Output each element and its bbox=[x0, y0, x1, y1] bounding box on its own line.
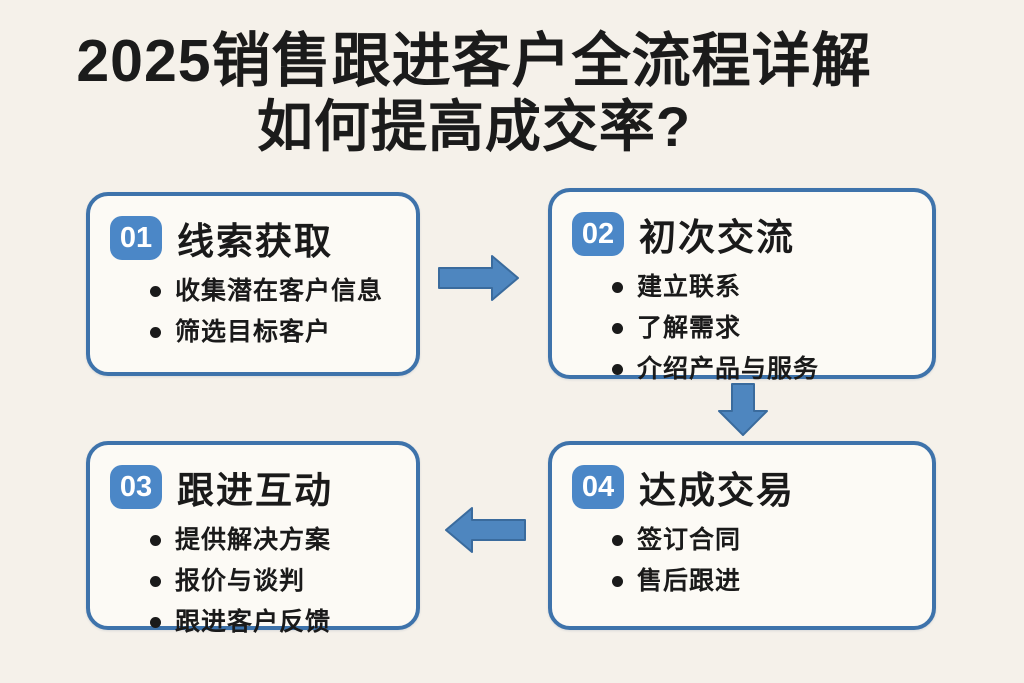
step-header: 04 达成交易 bbox=[572, 460, 922, 514]
step-bullet-list: 签订合同 售后跟进 bbox=[572, 526, 922, 596]
arrow-down-icon bbox=[717, 382, 769, 438]
bullet-item: 筛选目标客户 bbox=[148, 318, 406, 347]
step-header: 03 跟进互动 bbox=[110, 460, 406, 514]
bullet-item: 了解需求 bbox=[610, 314, 922, 343]
page-title: 2025销售跟进客户全流程详解 如何提高成交率? bbox=[0, 28, 948, 158]
step-title: 跟进互动 bbox=[177, 470, 333, 511]
bullet-item: 售后跟进 bbox=[610, 567, 922, 596]
arrow-right-icon bbox=[437, 253, 521, 303]
step-bullet-list: 建立联系 了解需求 介绍产品与服务 bbox=[572, 273, 922, 383]
step-card-lead-acquisition: 01 线索获取 收集潜在客户信息 筛选目标客户 bbox=[86, 192, 420, 376]
step-title: 初次交流 bbox=[639, 217, 795, 258]
step-number-badge: 04 bbox=[572, 465, 624, 509]
page-title-line-2: 如何提高成交率? bbox=[256, 94, 692, 158]
bullet-item: 签订合同 bbox=[610, 526, 922, 555]
step-header: 02 初次交流 bbox=[572, 207, 922, 261]
bullet-item: 介绍产品与服务 bbox=[610, 355, 922, 384]
step-bullet-list: 收集潜在客户信息 筛选目标客户 bbox=[110, 277, 406, 347]
step-title: 线索获取 bbox=[177, 221, 333, 262]
step-number-badge: 02 bbox=[572, 212, 624, 256]
page-title-line-1: 2025销售跟进客户全流程详解 bbox=[76, 28, 872, 94]
step-card-follow-up-interaction: 03 跟进互动 提供解决方案 报价与谈判 跟进客户反馈 bbox=[86, 441, 420, 636]
bullet-item: 提供解决方案 bbox=[148, 526, 406, 555]
bullet-item: 报价与谈判 bbox=[148, 567, 406, 596]
bullet-item: 建立联系 bbox=[610, 273, 922, 302]
step-number-badge: 01 bbox=[110, 216, 162, 260]
step-header: 01 线索获取 bbox=[110, 211, 406, 265]
arrow-left-icon bbox=[443, 505, 527, 555]
step-title: 达成交易 bbox=[639, 470, 795, 511]
step-card-first-communication: 02 初次交流 建立联系 了解需求 介绍产品与服务 bbox=[548, 188, 936, 383]
step-bullet-list: 提供解决方案 报价与谈判 跟进客户反馈 bbox=[110, 526, 406, 636]
step-card-close-deal: 04 达成交易 签订合同 售后跟进 bbox=[548, 441, 936, 630]
bullet-item: 收集潜在客户信息 bbox=[148, 277, 406, 306]
step-number-badge: 03 bbox=[110, 465, 162, 509]
bullet-item: 跟进客户反馈 bbox=[148, 608, 406, 637]
